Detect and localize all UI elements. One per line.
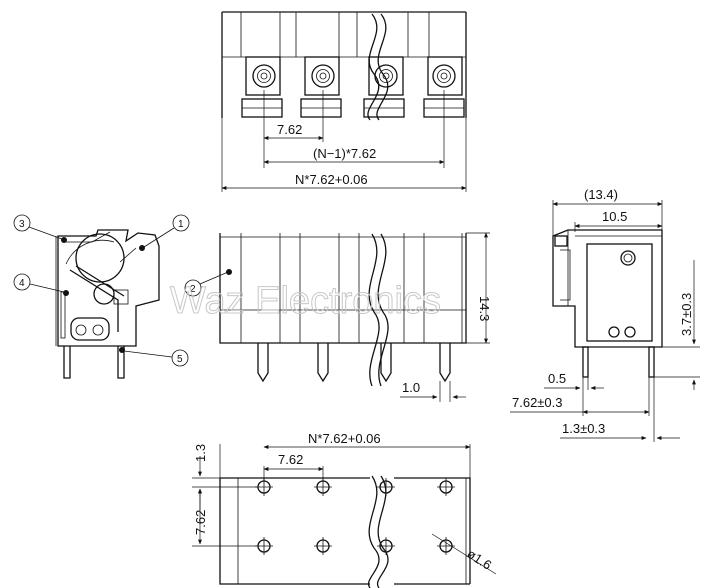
footprint-overall-label: N*7.62+0.06 [308,431,381,446]
section-view [55,229,160,379]
svg-text:3: 3 [19,219,25,230]
front-view: 14.3 1.0 [219,232,492,402]
front-pin-width-label: 1.0 [402,380,420,395]
side-pin-offset-label: 1.3±0.3 [562,421,605,436]
callout-3: 3 [13,214,63,240]
top-overall-label: N*7.62+0.06 [295,172,368,187]
watermark: Waz Electronics [170,280,441,322]
side-row-pitch-label: 7.62±0.3 [512,395,563,410]
svg-text:2: 2 [190,284,196,295]
top-span-label: (N−1)*7.62 [313,146,376,161]
footprint-edge-offset-label: 1.3 [193,444,208,462]
side-pin-length-label: 3.7±0.3 [679,293,694,336]
callout-5: 5 [123,349,189,367]
side-pin-thickness-label: 0.5 [548,371,566,386]
footprint-holes [257,480,453,553]
front-height-label: 14.3 [477,296,492,321]
footprint-hole-label: ø1.6 [464,546,494,573]
screw-pocket-1 [241,56,283,118]
svg-text:4: 4 [19,278,25,289]
footprint-pitch-label: 7.62 [278,452,303,467]
top-pitch-label: 7.62 [277,122,302,137]
side-body-label: 10.5 [602,209,627,224]
top-view: 7.62 (N−1)*7.62 N*7.62+0.06 [221,11,467,192]
callout-1: 1 [143,214,190,248]
screw-pocket-2 [300,56,342,118]
callout-4: 4 [13,273,65,293]
footprint-row-pitch-label: 7.62 [193,510,208,535]
svg-text:5: 5 [177,354,183,365]
svg-text:1: 1 [178,219,184,230]
side-view: (13.4) 10.5 3.7±0.3 0.5 7.62±0.3 1.3±0.3 [510,187,700,442]
callout-2: 2 [184,269,232,297]
side-depth-label: (13.4) [584,187,618,202]
footprint-view: N*7.62+0.06 7.62 1.3 7.62 ø1.6 [192,431,497,588]
